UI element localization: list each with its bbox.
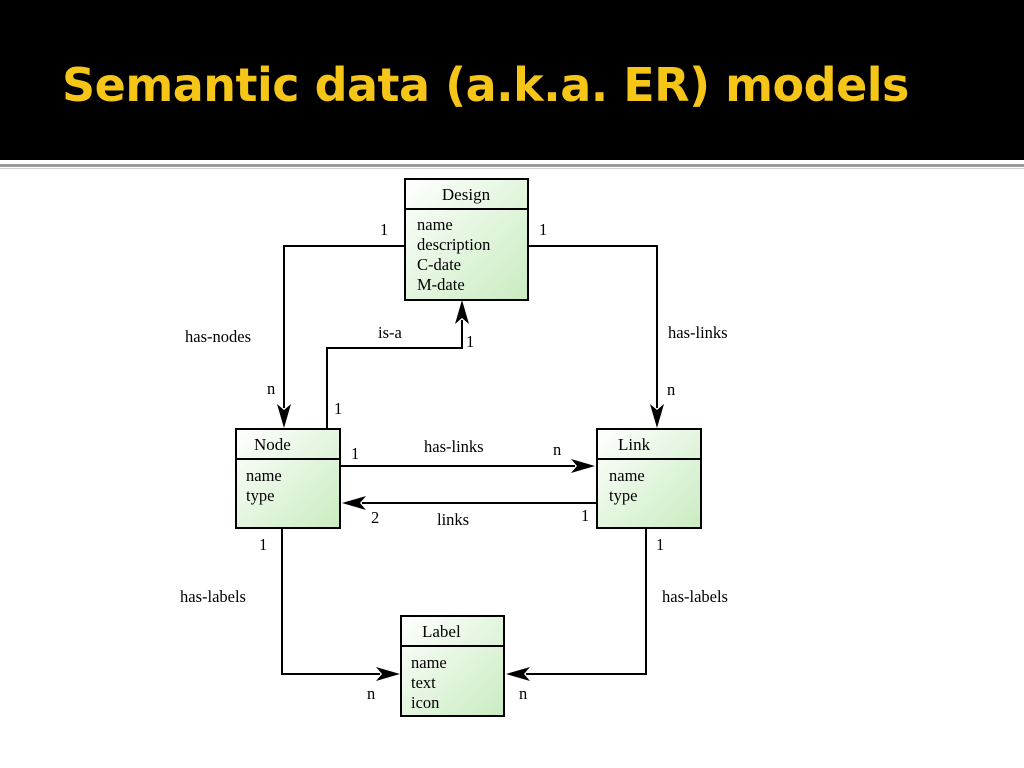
entity-design-box — [404, 178, 529, 301]
arrowhead-icon — [376, 667, 400, 681]
entity-node-attr: name — [246, 466, 282, 485]
entity-label-attr: name — [411, 653, 447, 672]
entity-label: Label name text icon — [400, 615, 505, 717]
entity-label-attr: text — [411, 673, 436, 692]
rel-node-has-links: has-links 1 n — [340, 437, 595, 473]
rel-node-has-labels-label: has-labels — [180, 587, 246, 606]
rel-link-has-labels-card-to: n — [519, 684, 527, 703]
rel-node-is-a-design-line — [326, 320, 463, 429]
rel-link-links-node-label: links — [437, 510, 469, 529]
rel-node-has-labels-card-to: n — [367, 684, 375, 703]
rel-design-has-nodes-label: has-nodes — [185, 327, 251, 346]
slide-title: Semantic data (a.k.a. ER) models — [62, 58, 909, 112]
arrowhead-icon — [342, 496, 366, 510]
entity-link: Link name type — [596, 428, 702, 529]
rel-design-has-links-card-from: 1 — [539, 220, 547, 239]
arrowhead-icon — [455, 300, 469, 324]
rel-design-has-nodes-card-from: 1 — [380, 220, 388, 239]
entity-node-attr: type — [246, 486, 274, 505]
rel-design-has-links-line — [528, 245, 658, 408]
title-bar: Semantic data (a.k.a. ER) models — [0, 0, 1024, 160]
entity-link-attr: type — [609, 486, 637, 505]
rel-node-is-a-design-card-to: 1 — [466, 332, 474, 351]
entity-link-attr: name — [609, 466, 645, 485]
rel-node-has-links-card-from: 1 — [351, 444, 359, 463]
rel-link-links-node-card-to: 2 — [371, 508, 379, 527]
arrowhead-icon — [277, 404, 291, 428]
entity-design-attr: name — [417, 215, 453, 234]
entity-design-attr: M-date — [417, 275, 465, 294]
rel-node-has-links-card-to: n — [553, 440, 561, 459]
rel-link-has-labels: has-labels 1 n — [506, 528, 728, 703]
entity-design-attr: C-date — [417, 255, 461, 274]
rel-link-has-labels-label: has-labels — [662, 587, 728, 606]
rel-node-is-a-design-label: is-a — [378, 323, 403, 342]
arrowhead-icon — [506, 667, 530, 681]
entity-label-box — [400, 615, 505, 717]
rel-design-has-links-card-to: n — [667, 380, 675, 399]
rel-node-has-labels: has-labels 1 n — [180, 528, 400, 703]
entity-design-title: Design — [442, 185, 491, 204]
rel-link-has-labels-line — [526, 528, 647, 675]
rel-design-has-nodes-line — [283, 245, 405, 408]
entity-node-title: Node — [254, 435, 291, 454]
rel-node-has-labels-card-from: 1 — [259, 535, 267, 554]
rel-node-is-a-design-card-from: 1 — [334, 399, 342, 418]
rel-design-has-links: has-links 1 n — [528, 220, 728, 428]
rel-link-has-labels-card-from: 1 — [656, 535, 664, 554]
rel-design-has-links-label: has-links — [668, 323, 728, 342]
rel-link-links-node: links 1 2 — [342, 496, 597, 529]
entity-label-title: Label — [422, 622, 461, 641]
entity-link-title: Link — [618, 435, 651, 454]
rel-design-has-nodes-card-to: n — [267, 379, 275, 398]
rel-node-has-labels-line — [281, 528, 380, 675]
title-divider-light — [0, 168, 1024, 169]
arrowhead-icon — [571, 459, 595, 473]
arrowhead-icon — [650, 404, 664, 428]
rel-link-links-node-card-from: 1 — [581, 506, 589, 525]
rel-node-is-a-design: is-a 1 1 — [326, 300, 474, 429]
entity-design: Design name description C-date M-date — [404, 178, 529, 301]
entity-node: Node name type — [235, 428, 341, 529]
rel-design-has-nodes: has-nodes 1 n — [185, 220, 405, 428]
entity-node-box — [235, 428, 341, 529]
entity-design-attr: description — [417, 235, 490, 254]
entity-link-box — [596, 428, 702, 529]
entity-label-attr: icon — [411, 693, 439, 712]
rel-node-has-links-label: has-links — [424, 437, 484, 456]
title-divider — [0, 164, 1024, 167]
